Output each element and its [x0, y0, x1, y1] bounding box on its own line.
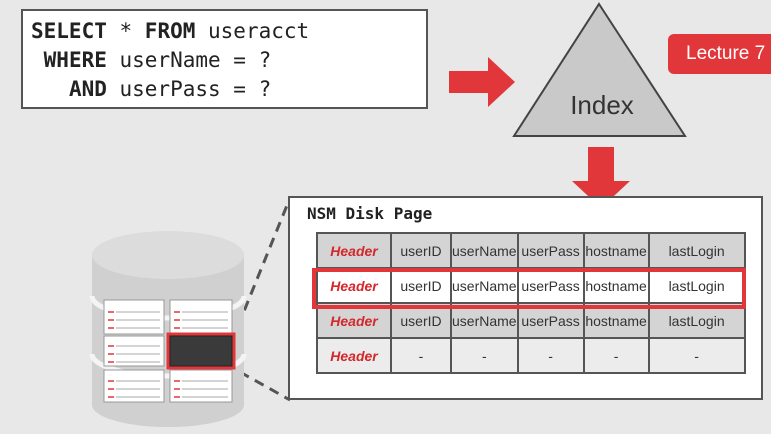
arrow-down-icon [572, 147, 630, 208]
index-triangle [512, 2, 687, 137]
sql-text: userName = ? [106, 48, 272, 72]
lecture-badge: Lecture 7 [668, 34, 771, 74]
sql-query-box: SELECT * FROM useracct WHERE userName = … [21, 9, 428, 109]
sql-keyword-from: FROM [144, 19, 196, 43]
cell-userpass: userPass [516, 232, 585, 269]
cell-lastlogin: lastLogin [647, 267, 746, 304]
sql-line-where: WHERE userName = ? [31, 46, 426, 75]
cell-lastlogin: lastLogin [647, 232, 746, 269]
nsm-disk-page: NSM Disk Page Header userID userName use… [288, 196, 763, 400]
db-page-highlight [166, 332, 236, 370]
cell-hostname: hostname [582, 232, 650, 269]
arrow-right-icon [449, 57, 515, 107]
cell-username: userName [450, 267, 519, 304]
disk-page-title: NSM Disk Page [307, 204, 433, 223]
tuple-row-empty: Header - - - - - [316, 337, 746, 374]
cell-username: userName [450, 232, 519, 269]
sql-text: useracct [195, 19, 310, 43]
cell-empty: - [647, 337, 746, 374]
tuple-header: Header [316, 232, 392, 269]
cell-empty: - [582, 337, 650, 374]
matching-tuple-highlight [312, 268, 746, 309]
sql-keyword-where: WHERE [43, 48, 107, 72]
sql-text: userPass = ? [106, 77, 272, 101]
dashed-connector-top [236, 197, 292, 327]
cell-hostname: hostname [582, 267, 650, 304]
sql-keyword-and: AND [68, 77, 107, 101]
cell-empty: - [390, 337, 452, 374]
tuple-row-highlighted: Header userID userName userPass hostname… [316, 267, 746, 304]
sql-text: * [106, 19, 145, 43]
cell-userpass: userPass [516, 267, 585, 304]
cell-empty: - [450, 337, 519, 374]
tuple-header: Header [316, 337, 392, 374]
tuple-header: Header [316, 267, 392, 304]
sql-line-and: AND userPass = ? [31, 75, 426, 104]
database-icon [89, 231, 247, 427]
sql-line-select: SELECT * FROM useracct [31, 17, 426, 46]
tuple-row: Header userID userName userPass hostname… [316, 232, 746, 269]
cell-userid: userID [390, 232, 452, 269]
index-label: Index [570, 90, 634, 120]
cell-empty: - [516, 337, 585, 374]
sql-keyword-select: SELECT [31, 19, 107, 43]
nsm-tuple-table: Header userID userName userPass hostname… [316, 232, 746, 374]
dashed-connector-bottom [239, 370, 291, 402]
